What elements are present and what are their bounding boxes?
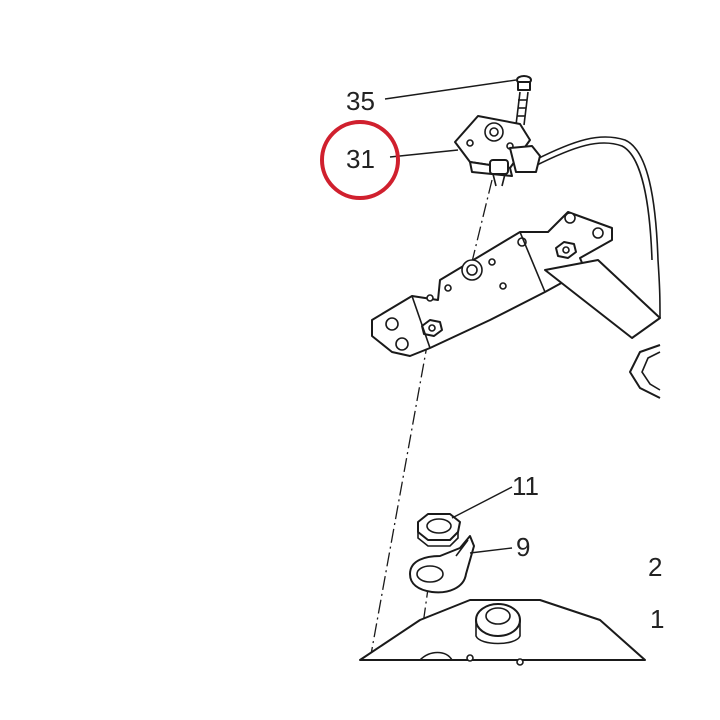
screw-35: [515, 75, 532, 126]
leader-11: [451, 486, 513, 519]
side-component: [629, 344, 661, 399]
callout-31: 31: [346, 144, 375, 174]
center-line-upper: [469, 179, 493, 271]
bracket-31: [454, 115, 541, 187]
cable-outer: [534, 142, 653, 261]
leader-9: [469, 547, 513, 554]
leader-35: [384, 79, 517, 100]
callout-9: 9: [516, 532, 530, 562]
washer-9: [409, 535, 475, 594]
cable: [534, 136, 661, 319]
callout-2: 2: [648, 552, 662, 582]
callout-35: 35: [346, 86, 375, 116]
callout-1: 1: [650, 604, 664, 634]
base-component: [359, 599, 646, 666]
callout-11: 11: [512, 471, 539, 501]
center-line-lower: [369, 339, 429, 661]
hex-nut-11: [417, 513, 461, 547]
mounting-plate: [371, 211, 661, 357]
leader-31: [389, 149, 459, 158]
highlight-circle: [320, 120, 400, 200]
